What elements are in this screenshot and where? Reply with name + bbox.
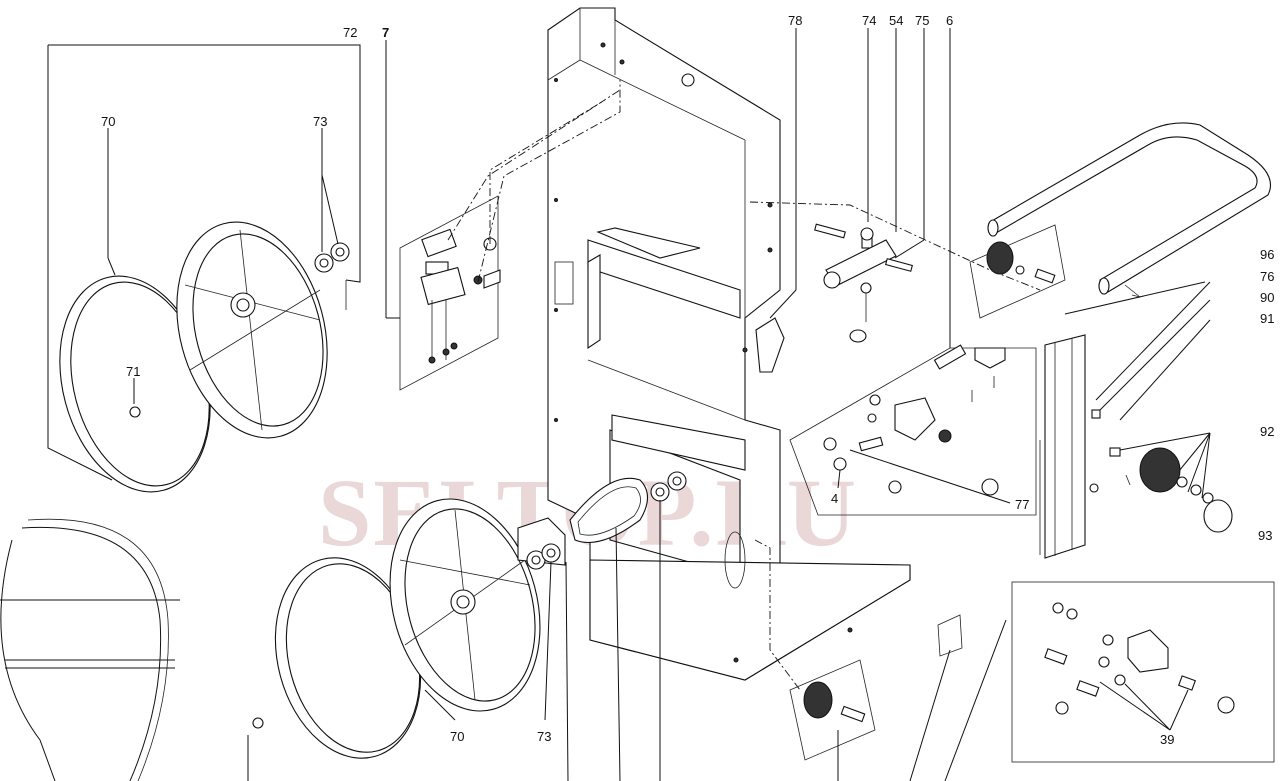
main-frame: [547, 7, 911, 681]
callout-71: 71: [126, 364, 140, 379]
callout-70-lower: 70: [450, 729, 464, 744]
callout-54: 54: [889, 13, 903, 28]
tension-group: [742, 28, 1272, 373]
callout-39: 39: [1160, 732, 1174, 747]
lower-wheel-group: [0, 471, 801, 781]
callout-6: 6: [946, 13, 953, 28]
callout-labels: 72 7 70 73 71 78 74 54 75 6 96 76 90 91 …: [101, 13, 1274, 747]
callout-90: 90: [1260, 290, 1274, 305]
blade-guide-group: [385, 40, 621, 391]
upper-wheel-group: [47, 44, 361, 493]
callout-92: 92: [1260, 424, 1274, 439]
callout-91: 91: [1260, 311, 1274, 326]
callout-7: 7: [382, 25, 389, 40]
lower-guide-group: [789, 329, 1037, 516]
fence-rail-group: [1039, 281, 1233, 559]
callout-75: 75: [915, 13, 929, 28]
callout-73-lower: 73: [537, 729, 551, 744]
callout-76: 76: [1260, 269, 1274, 284]
callout-96: 96: [1260, 247, 1274, 262]
callout-73-upper: 73: [313, 114, 327, 129]
callout-4: 4: [831, 491, 838, 506]
callout-70-upper: 70: [101, 114, 115, 129]
callout-77: 77: [1015, 497, 1029, 512]
callout-78: 78: [788, 13, 802, 28]
callout-72: 72: [343, 25, 357, 40]
callout-93: 93: [1258, 528, 1272, 543]
guide-block-box: [909, 581, 1275, 781]
callout-74: 74: [862, 13, 876, 28]
tension-knob-group: [789, 659, 876, 781]
